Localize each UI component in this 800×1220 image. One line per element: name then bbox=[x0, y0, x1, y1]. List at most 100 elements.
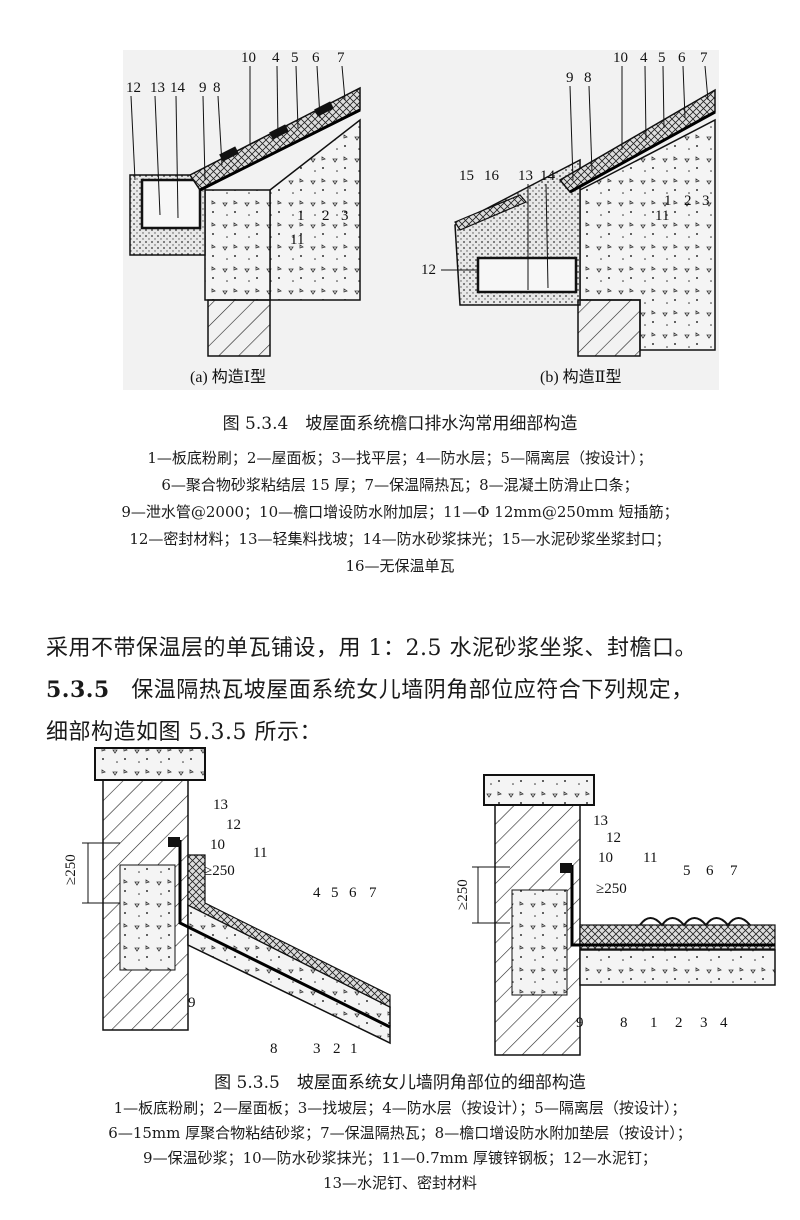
left-detail-drawing bbox=[82, 747, 391, 1045]
callout-b-15: 15 bbox=[459, 168, 474, 184]
flashing-left bbox=[168, 837, 180, 847]
figure-5-3-5-drawing: ≥250 ≥250 13 12 10 11 4 5 6 7 9 8 3 2 1 bbox=[63, 747, 776, 1057]
callout-right-7: 7 bbox=[730, 863, 738, 879]
callout-a-1: 1 bbox=[297, 208, 305, 224]
legend-line: 16—无保温单瓦 bbox=[345, 557, 455, 575]
callout-right-2: 2 bbox=[675, 1015, 683, 1031]
figure-5-3-5-legend: 1—板底粉刷；2—屋面板；3—找坡层；4—防水层（按设计）；5—隔离层（按设计）… bbox=[0, 1096, 800, 1196]
callout-b-2: 2 bbox=[684, 193, 692, 209]
callout-left-4: 4 bbox=[313, 885, 321, 901]
subfig-b-drawing bbox=[454, 88, 716, 357]
callout-b-5: 5 bbox=[658, 50, 666, 66]
figure-5-3-5: ≥250 ≥250 13 12 10 11 4 5 6 7 9 8 3 2 1 bbox=[0, 745, 800, 1065]
tiles-right bbox=[639, 917, 751, 927]
callout-left-8: 8 bbox=[270, 1041, 278, 1057]
callout-b-7: 7 bbox=[700, 50, 708, 66]
callout-right-4: 4 bbox=[720, 1015, 728, 1031]
callout-b-12: 12 bbox=[421, 262, 436, 278]
figure-5-3-4-legend: 1—板底粉刷；2—屋面板；3—找平层；4—防水层；5—隔离层（按设计）； 6—聚… bbox=[0, 445, 800, 580]
wall-b bbox=[577, 299, 641, 357]
callout-b-10: 10 bbox=[613, 50, 628, 66]
figure-5-3-4-drawing: 12 13 14 9 8 10 4 5 6 7 1 2 3 11 (a) 构造Ⅰ… bbox=[123, 50, 719, 390]
subfig-a-drawing bbox=[129, 86, 361, 357]
subfig-a-label: (a) 构造Ⅰ型 bbox=[190, 368, 266, 386]
callout-left-9: 9 bbox=[188, 995, 196, 1011]
callout-a-12: 12 bbox=[126, 80, 141, 96]
gutter-concrete-a bbox=[204, 189, 271, 301]
coping-left bbox=[94, 747, 206, 781]
waterproof-layer-a bbox=[199, 108, 361, 192]
callout-left-12: 12 bbox=[226, 817, 241, 833]
callout-a-9: 9 bbox=[199, 80, 207, 96]
callout-a-6: 6 bbox=[312, 50, 320, 66]
callout-right-9: 9 bbox=[576, 1015, 584, 1031]
callout-right-12: 12 bbox=[606, 830, 621, 846]
coping-right bbox=[483, 774, 595, 806]
waterproof-left bbox=[178, 840, 391, 1029]
callout-a-5: 5 bbox=[291, 50, 299, 66]
right-slope-dim: ≥250 bbox=[596, 881, 627, 897]
roof-layers-left bbox=[187, 854, 391, 1008]
tile-a-2 bbox=[269, 124, 289, 140]
left-slope-dim: ≥250 bbox=[204, 863, 235, 879]
body-paragraph-line-3: 细部构造如图 5.3.5 所示： bbox=[46, 720, 322, 745]
callout-a-2: 2 bbox=[322, 208, 330, 224]
callout-right-11: 11 bbox=[643, 850, 657, 866]
callout-right-13: 13 bbox=[593, 813, 608, 829]
callout-a-13: 13 bbox=[150, 80, 165, 96]
callout-right-10: 10 bbox=[598, 850, 613, 866]
legend-line: 1—板底粉刷；2—屋面板；3—找坡层；4—防水层（按设计）；5—隔离层（按设计）… bbox=[113, 1099, 687, 1117]
waterproof-right bbox=[570, 865, 775, 947]
callout-right-8: 8 bbox=[620, 1015, 628, 1031]
callout-left-10: 10 bbox=[210, 837, 225, 853]
callout-a-3: 3 bbox=[341, 208, 349, 224]
callout-b-1: 1 bbox=[664, 193, 672, 209]
callout-left-3: 3 bbox=[313, 1041, 321, 1057]
left-height-dim: ≥250 bbox=[63, 854, 79, 885]
tile-a-3 bbox=[314, 101, 334, 117]
callout-a-4: 4 bbox=[272, 50, 280, 66]
body-paragraph-line-1: 采用不带保温层的单瓦铺设，用 1：2.5 水泥砂浆坐浆、封檐口。 bbox=[46, 636, 697, 661]
callout-a-10: 10 bbox=[241, 50, 256, 66]
subfig-b-label: (b) 构造Ⅱ型 bbox=[540, 368, 622, 386]
callout-left-7: 7 bbox=[369, 885, 377, 901]
wall-a bbox=[207, 299, 271, 357]
figure-5-3-5-caption: 图 5.3.5 坡屋面系统女儿墙阴角部位的细部构造 bbox=[214, 1073, 586, 1093]
callout-b-16: 16 bbox=[484, 168, 500, 184]
callout-right-3: 3 bbox=[700, 1015, 708, 1031]
left-callouts: 13 12 10 11 4 5 6 7 9 8 3 2 1 bbox=[188, 797, 377, 1057]
legend-line: 13—水泥钉、密封材料 bbox=[322, 1174, 478, 1192]
figure-5-3-4-caption: 图 5.3.4 坡屋面系统檐口排水沟常用细部构造 bbox=[222, 414, 578, 434]
right-detail-drawing bbox=[472, 774, 776, 1056]
right-callouts: 13 12 10 11 5 6 7 9 8 1 2 3 4 bbox=[576, 813, 738, 1031]
callout-b-9: 9 bbox=[566, 70, 574, 86]
subfig-a-leaders bbox=[130, 65, 346, 219]
callout-left-5: 5 bbox=[331, 885, 339, 901]
callout-right-1: 1 bbox=[650, 1015, 658, 1031]
callout-a-14: 14 bbox=[170, 80, 186, 96]
callout-left-11: 11 bbox=[253, 845, 267, 861]
clause-number: 5.3.5 bbox=[46, 677, 110, 703]
tile-a-1 bbox=[219, 146, 239, 162]
right-height-dim: ≥250 bbox=[455, 879, 471, 910]
gutter-channel-a bbox=[140, 178, 202, 230]
legend-line: 6—15mm 厚聚合物粘结砂浆；7—保温隔热瓦；8—檐口增设防水附加垫层（按设计… bbox=[108, 1124, 692, 1142]
subfig-b-leaders bbox=[441, 65, 709, 290]
legend-line: 9—保温砂浆；10—防水砂浆抹光；11—0.7mm 厚镀锌钢板；12—水泥钉； bbox=[143, 1149, 657, 1167]
single-tile-b bbox=[454, 194, 527, 231]
callout-left-1: 1 bbox=[350, 1041, 358, 1057]
callout-a-11: 11 bbox=[290, 232, 304, 248]
legend-line: 9—泄水管@2000；10—檐口增设防水附加层；11—Φ 12mm@250mm … bbox=[121, 503, 679, 521]
callout-left-2: 2 bbox=[333, 1041, 341, 1057]
figure-5-3-4: 12 13 14 9 8 10 4 5 6 7 1 2 3 11 (a) 构造Ⅰ… bbox=[0, 0, 800, 400]
callout-right-6: 6 bbox=[706, 863, 714, 879]
subfig-a-callouts: 12 13 14 9 8 10 4 5 6 7 1 2 3 11 bbox=[126, 50, 349, 248]
callout-b-11: 11 bbox=[655, 208, 669, 224]
subfig-b-callouts: 9 8 10 4 5 6 7 15 16 13 14 1 2 3 11 12 bbox=[421, 50, 710, 278]
waterproof-layer-b bbox=[569, 110, 716, 194]
wall-concrete-right bbox=[511, 889, 568, 996]
callout-right-5: 5 bbox=[683, 863, 691, 879]
callout-b-6: 6 bbox=[678, 50, 686, 66]
callout-a-7: 7 bbox=[337, 50, 345, 66]
callout-b-4: 4 bbox=[640, 50, 648, 66]
